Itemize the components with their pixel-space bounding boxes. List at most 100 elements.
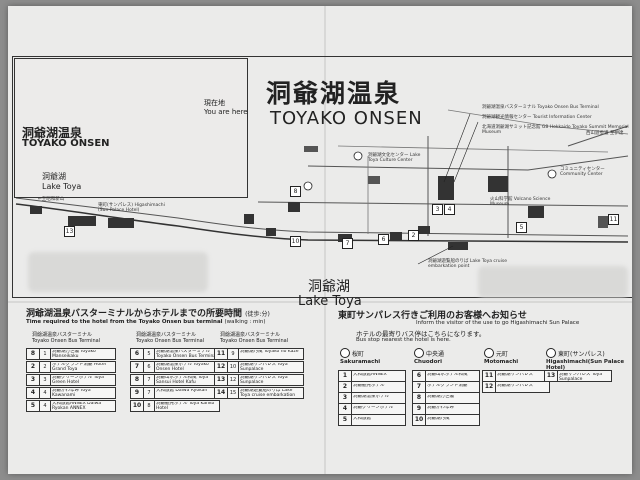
building-culture (488, 176, 508, 192)
bus-row-minutes: 9 (228, 349, 239, 359)
road-upper-right (447, 109, 629, 135)
label-volcano-museum: 火山科学館 Volcano Science Museum (490, 197, 551, 207)
stop-row-number: 8 (413, 393, 426, 403)
bus-col-header-en: Toyako Onsen Bus Terminal (220, 338, 289, 344)
building-small-1 (304, 146, 318, 152)
building-hotel-2 (68, 216, 96, 226)
you-are-here-en: You are here (204, 108, 248, 116)
bus-row-minutes: 6 (144, 362, 155, 372)
map-paper: 洞爺湖温泉 TOYAKO ONSEN 洞爺湖温泉 TOYAKO ONSEN 洞爺… (8, 6, 632, 474)
bus-stop-icon (340, 348, 350, 358)
building-hotel-4 (244, 214, 254, 224)
you-are-here-jp: 現在地 (204, 99, 225, 107)
bus-row-hotel: 洞爺湖遊覧船のりば Lake Toya cruise embarkation (240, 389, 296, 398)
building-hotel-6 (288, 202, 300, 212)
bus-col-header-jp: 洞爺湖温泉バスターミナル (136, 332, 197, 338)
stop-row-hotel: ホテルグランド洞爺 (427, 384, 468, 388)
blurred-area-left (28, 252, 208, 292)
bus-row-minutes: 1 (40, 349, 51, 359)
label-summit-museum: 北海道洞爺湖サミット記念館 G8 Hokkaido Toyako Summit … (482, 125, 629, 135)
bus-row-number: 12 (215, 362, 228, 372)
bus-row-number: 3 (27, 375, 40, 385)
bus-stop-icon (546, 348, 556, 358)
bus-col-header-en: Toyako Onsen Bus Terminal (32, 338, 101, 344)
map-pin (547, 169, 557, 179)
blurred-area-right (478, 266, 628, 298)
map-marker-2: 2 (408, 230, 419, 241)
bus-row-hotel: 洞爺湖サンパレス Toya Sunpalace (240, 376, 288, 385)
map-title-jp: 洞爺湖温泉 (266, 79, 402, 108)
bus-row-hotel: 洞爺湖サンパレス Toya Sunpalace (240, 363, 288, 372)
stop-row-number: 2 (339, 382, 352, 392)
bus-stop-name-en: Higashimachi(Sun Palace Hotel) (546, 359, 625, 371)
bus-row-number: 8 (131, 375, 144, 385)
bus-stop-name-jp: 桜町 (352, 351, 365, 358)
stop-row-hotel: 洞爺湖乃風 (427, 417, 450, 421)
bus-row-hotel: ホテルグランド洞爺 Hotel Grand Toya (52, 363, 106, 372)
stop-row-number: 5 (339, 415, 352, 425)
bus-stop-name-en: Chuodori (414, 359, 442, 365)
bus-row-hotel: 洞爺山水ホテル和風 Toya Sansui Hotel Kafu (156, 376, 209, 385)
stop-row-number: 10 (413, 415, 426, 425)
bus-row-hotel: 洞爺グリーンホテル Toya Green Hotel (52, 376, 104, 385)
bus-section-title-en: Time required to the hotel from the Toya… (26, 319, 266, 325)
bus-row-number: 9 (131, 388, 144, 398)
building-bus-terminal (438, 176, 454, 200)
bus-row-minutes: 4 (40, 401, 51, 411)
label-community-center: コミュニティセンター Community Center (560, 167, 605, 177)
stop-row-hotel: 洞爺湖サンパレス (497, 373, 533, 377)
map-frame (12, 56, 632, 298)
lake-label-jp: 洞爺湖 (308, 279, 350, 295)
stop-row-hotel: 洞爺湖温泉ホテル (353, 395, 389, 399)
bus-col-header-en: Toyako Onsen Bus Terminal (136, 338, 205, 344)
bus-stop-name-jp: 元町 (496, 351, 509, 358)
label-bus-terminal: 洞爺湖温泉バスターミナル Toyako Onsen Bus Terminal (482, 105, 599, 110)
bus-row-number: 14 (215, 388, 228, 398)
bus-row-hotel: 洞爺湖万世閣 Toyako Manseikaku (52, 350, 96, 359)
bus-row-number: 5 (27, 401, 40, 411)
stop-row-hotel: 洞爺湖万世閣 (427, 395, 454, 399)
sunpalace-sub-en1: Inform the visitor of the use to go Higa… (416, 320, 580, 326)
bus-row-minutes: 3 (40, 375, 51, 385)
stop-row-number: 11 (483, 371, 496, 381)
bus-row-minutes: 5 (144, 349, 155, 359)
bus-row-hotel: 大和旅館ANNEX Daiwa Ryokan ANNEX (52, 402, 102, 411)
inset-lake-en: Lake Toya (42, 182, 82, 191)
map-marker-3: 3 (432, 204, 443, 215)
label-route-right: 西山遊歩道 至伊達 (586, 131, 624, 136)
building-small-2 (368, 176, 380, 184)
stop-row-number: 12 (483, 382, 496, 392)
bus-section-title-jp: 洞爺湖温泉バスターミナルからホテルまでの所要時間 (徒歩:分) (26, 309, 270, 319)
building-small-3 (598, 216, 608, 228)
inset-title-en: TOYAKO ONSEN (22, 138, 110, 149)
bus-stop-icon (484, 348, 494, 358)
inset-title-jp: 洞爺湖温泉 (22, 126, 83, 140)
bus-row-hotel: 大和旅館 Daiwa Ryokan (156, 389, 208, 393)
stop-row-hotel: 洞爺かわなみ (427, 406, 454, 410)
sunpalace-sub-en2: Bus stop nearest the hotel is here. (356, 337, 451, 343)
building-hotel-8 (390, 232, 402, 240)
map-marker-10: 10 (290, 236, 301, 247)
bus-row-number: 8 (27, 349, 40, 359)
map-title-en: TOYAKO ONSEN (270, 108, 423, 129)
stop-row-number: 3 (339, 393, 352, 403)
bus-col-header-jp: 洞爺湖温泉バスターミナル (220, 332, 281, 338)
bus-row-hotel: 洞爺観光ホテル Toya Kanko Hotel (156, 402, 215, 411)
lake-label-en: Lake Toya (298, 294, 362, 309)
bus-row-minutes: 15 (228, 388, 239, 398)
bus-col-header-jp: 洞爺湖温泉バスターミナル (32, 332, 93, 338)
bus-row-hotel: 洞爺かわなみ Toya Kawanami (52, 389, 91, 398)
